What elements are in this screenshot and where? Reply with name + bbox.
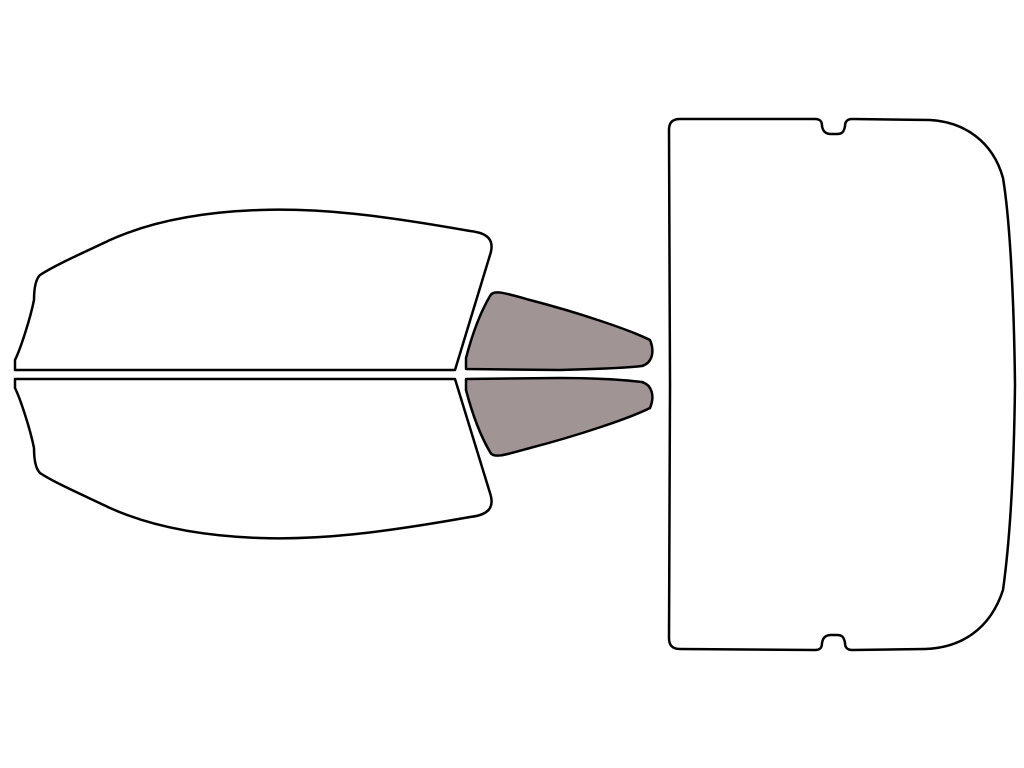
front-door-window-lower[interactable] (13, 377, 493, 540)
rear-quarter-window-lower[interactable] (464, 376, 654, 457)
front-door-window-upper[interactable] (13, 208, 493, 372)
rear-quarter-window-upper[interactable] (464, 291, 654, 372)
rear-windshield[interactable] (667, 117, 1017, 652)
